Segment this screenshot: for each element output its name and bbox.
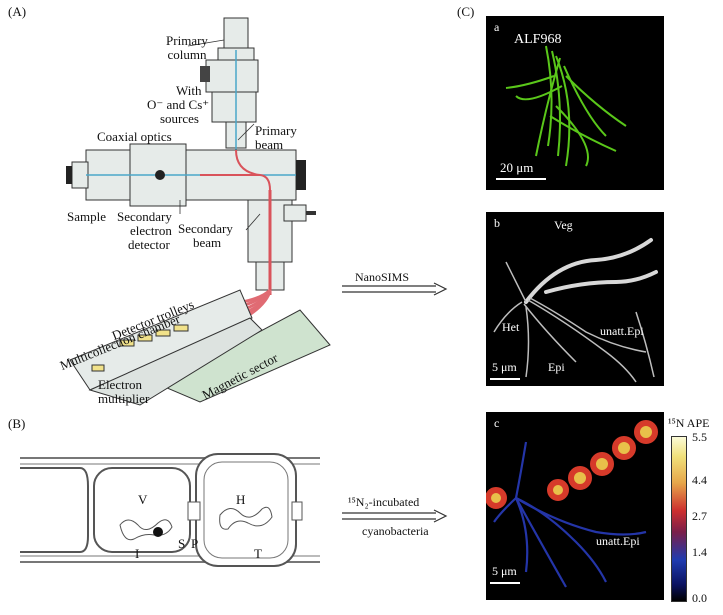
image-c-letter: c <box>494 416 500 430</box>
image-b-letter: b <box>494 216 500 230</box>
panel-label-c: (C) <box>457 4 475 19</box>
label-electron-multiplier-2: multiplier <box>98 391 150 406</box>
label-sources: sources <box>160 111 199 126</box>
arrow-label-cyanobacteria: cyanobacteria <box>362 524 429 538</box>
panel-label-a: (A) <box>8 4 27 19</box>
cell-label-i: I <box>135 546 140 561</box>
probe-label: ALF968 <box>514 32 562 47</box>
nanosims-image-b: b Veg Het Epi unatt.Epi 5 μm <box>486 212 664 386</box>
colorbar-tick-5: 0.0 <box>692 591 707 605</box>
colorbar-tick-4: 1.4 <box>692 545 707 559</box>
colorbar-tick-3: 2.7 <box>692 509 707 523</box>
nanosims-ratio-image-c: c unatt.Epi 5 μm <box>485 412 664 600</box>
label-unatt-epi-c: unatt.Epi <box>596 534 640 548</box>
image-c-scale-bar <box>490 582 520 584</box>
image-a-letter: a <box>494 20 500 34</box>
label-primary-column: Primary column <box>166 33 208 62</box>
colorbar-tick-2: 4.4 <box>692 473 707 487</box>
cell-label-v: V <box>138 492 148 507</box>
label-unatt-epi-b: unatt.Epi <box>600 324 644 338</box>
cell-label-s: S <box>178 536 186 551</box>
arrow-label-incubated: ¹⁵N₂-incubated <box>348 495 420 509</box>
image-a-scale-text: 20 μm <box>500 160 534 175</box>
label-sources-ions: O⁻ and Cs⁺ <box>147 97 210 112</box>
image-b-scale-text: 5 μm <box>492 360 517 374</box>
label-with: With <box>176 83 202 98</box>
secondary-ion-filaments <box>493 238 658 383</box>
label-coaxial-optics: Coaxial optics <box>97 129 172 144</box>
arrow-label-nanosims: NanoSIMS <box>355 270 410 284</box>
cell-label-h: H <box>236 492 246 507</box>
label-epi: Epi <box>548 360 565 374</box>
colorbar-title: ¹⁵N APE <box>668 416 710 430</box>
label-secondary-detector-3: detector <box>128 237 170 252</box>
image-b-scale-bar <box>490 378 520 380</box>
colorbar <box>671 436 687 602</box>
colorbar-tick-1: 5.5 <box>692 430 707 444</box>
panel-label-b: (B) <box>8 416 26 431</box>
double-arrow-nanosims <box>342 282 448 296</box>
isotope-map <box>485 420 658 588</box>
cyanobacteria-cell-diagram <box>20 453 320 567</box>
cell-label-p: P <box>191 536 199 551</box>
green-filaments <box>505 45 627 167</box>
label-sample: Sample <box>67 209 106 224</box>
label-secondary-beam-1: Secondary <box>178 221 233 236</box>
label-het: Het <box>502 320 520 334</box>
label-electron-multiplier-1: Electron <box>98 377 143 392</box>
label-secondary-detector-2: electron <box>130 223 172 238</box>
label-veg: Veg <box>554 218 573 232</box>
label-secondary-detector-1: Secondary <box>117 209 172 224</box>
nanosims-diagram <box>66 17 331 406</box>
fluorescence-image-a: a ALF968 20 μm <box>486 16 664 190</box>
double-arrow-incubated <box>342 509 448 523</box>
label-secondary-beam-2: beam <box>193 235 222 250</box>
image-a-scale-bar <box>496 178 546 180</box>
label-primary-beam: Primary beam <box>255 123 297 152</box>
image-c-scale-text: 5 μm <box>492 564 517 578</box>
cell-label-t: T <box>254 546 262 561</box>
